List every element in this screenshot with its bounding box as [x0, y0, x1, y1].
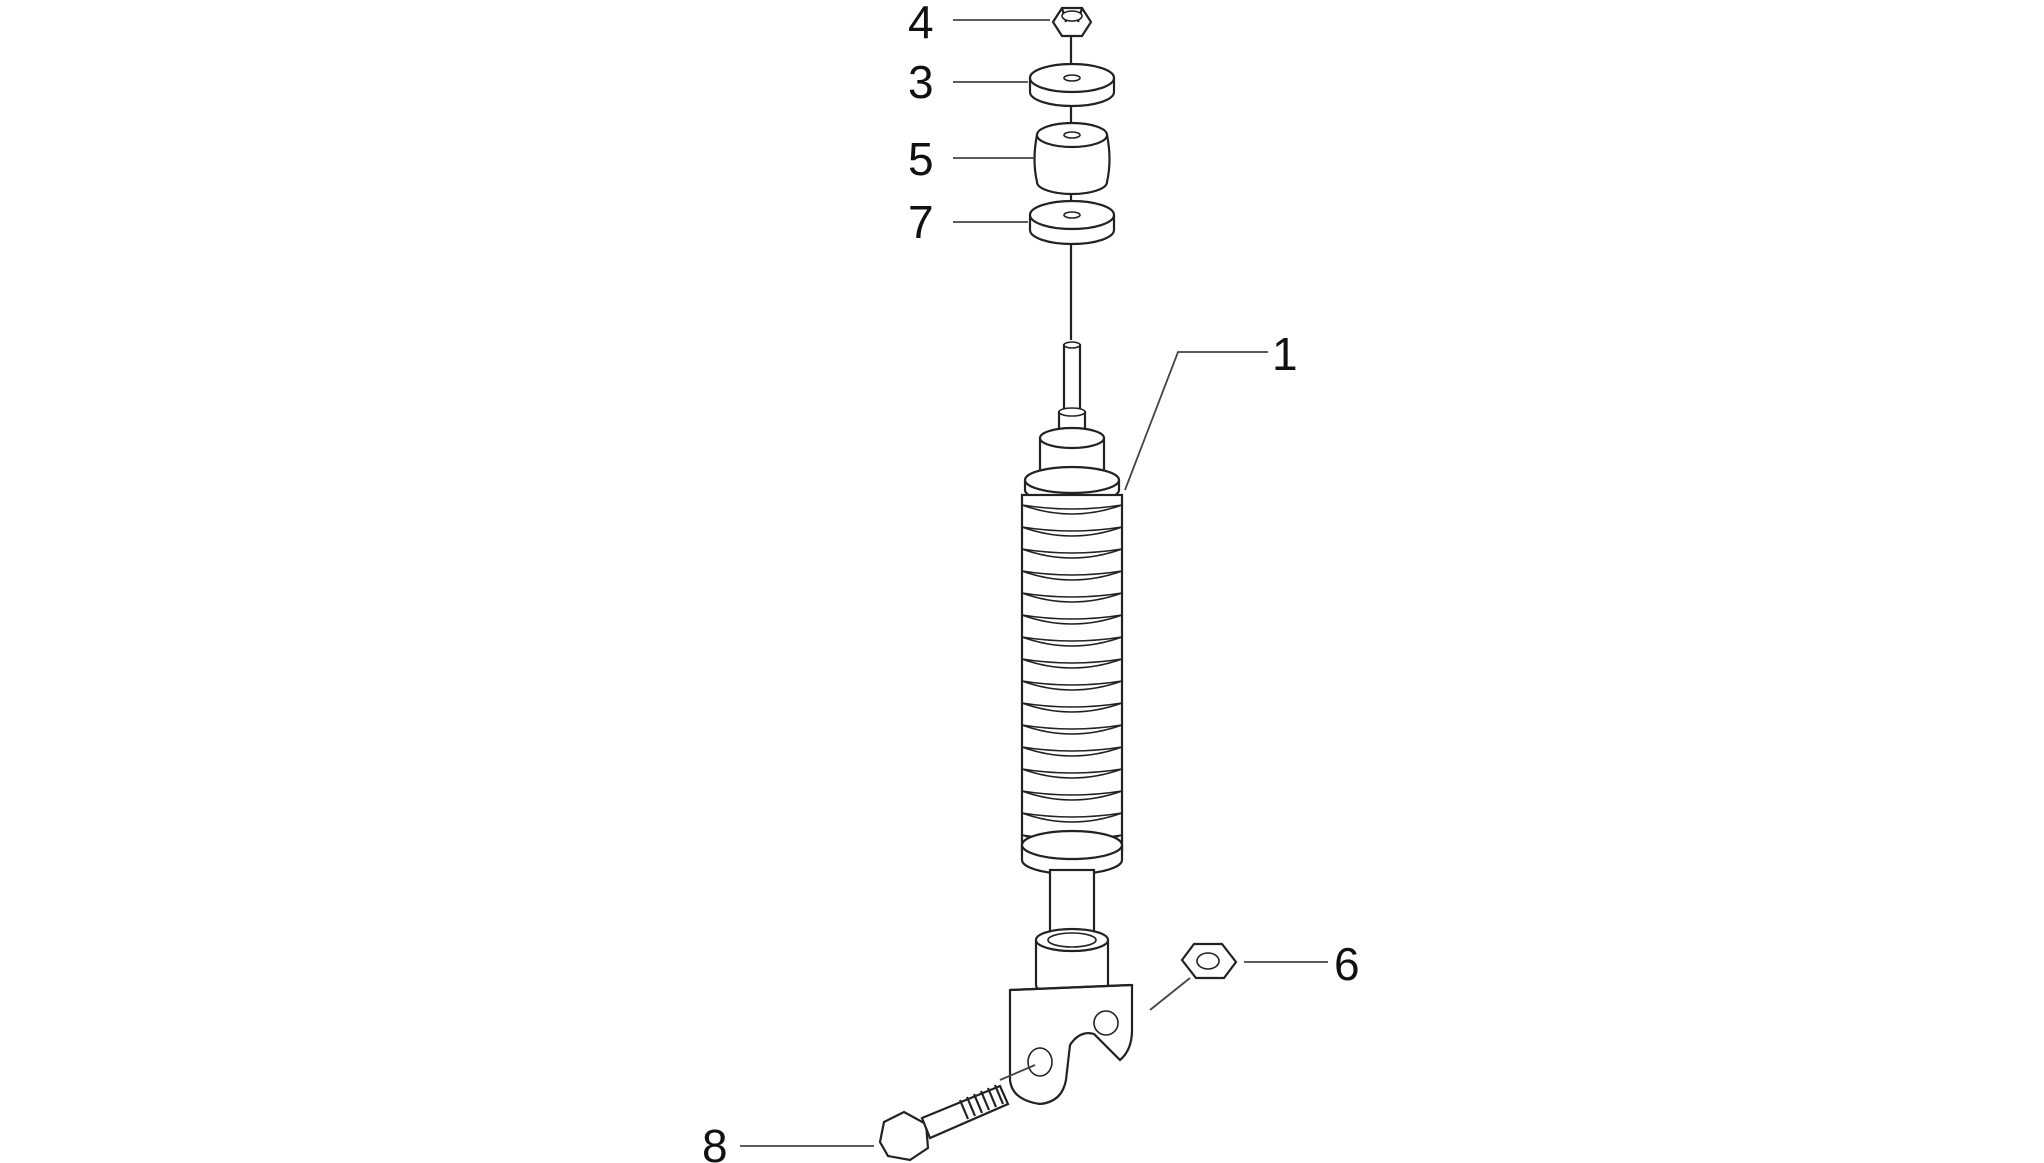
callout-7: 7 [908, 196, 934, 248]
spring-coil [1021, 592, 1123, 603]
callout-4: 4 [908, 0, 934, 48]
spring-coil [1021, 548, 1123, 559]
spring-coil [1021, 724, 1123, 735]
spring-coil [1021, 658, 1123, 669]
bolt-thread-line [993, 1084, 1005, 1105]
part-3-washer [1028, 62, 1116, 108]
spring-coil [1021, 504, 1123, 515]
bolt-thread-line [979, 1090, 991, 1111]
spring-coil [1021, 812, 1123, 823]
spring-coil [1021, 768, 1123, 779]
part-6-nut [1149, 942, 1238, 1011]
callout-8: 8 [702, 1120, 728, 1163]
part-8-bolt [878, 1064, 1036, 1162]
part-5-bushing [1033, 121, 1111, 196]
leader-1 [1124, 351, 1268, 491]
spring-coil [1021, 746, 1123, 757]
bolt-thread-line [965, 1096, 977, 1117]
part-4-nut [1051, 6, 1093, 38]
part-1-shock-absorber [1008, 341, 1134, 1106]
callout-6: 6 [1334, 938, 1360, 990]
callout-5: 5 [908, 133, 934, 185]
bolt-thread-line [958, 1099, 970, 1120]
bolt-thread-line [972, 1093, 984, 1114]
spring-coil [1021, 570, 1123, 581]
spring-coil [1021, 526, 1123, 537]
spring-coil [1021, 702, 1123, 713]
spring-coil [1021, 790, 1123, 801]
bolt-thread-line [986, 1087, 998, 1108]
spring-coil [1021, 636, 1123, 647]
bolt-threads [958, 1084, 1005, 1120]
spring-coils [1021, 504, 1123, 845]
spring-coil [1021, 614, 1123, 625]
part-7-washer [1028, 199, 1116, 246]
callout-1: 1 [1272, 328, 1298, 380]
spring-coil [1021, 680, 1123, 691]
callout-3: 3 [908, 56, 934, 108]
